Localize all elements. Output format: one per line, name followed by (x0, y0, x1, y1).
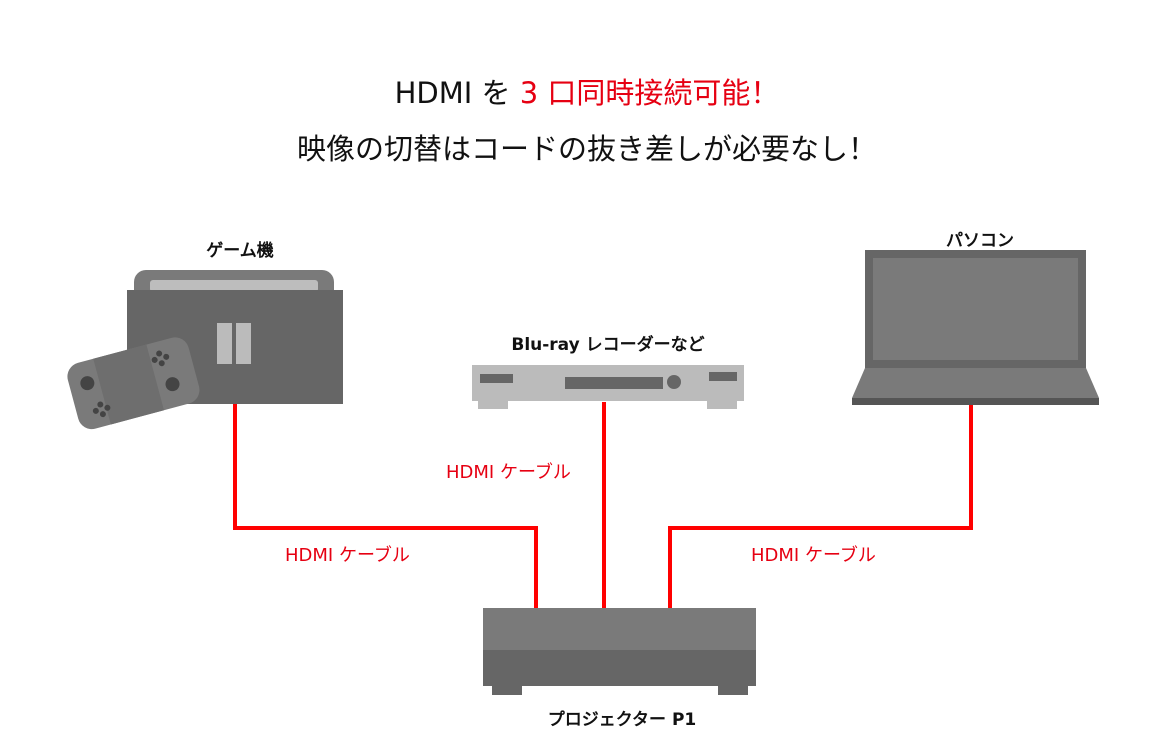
headline-line2: 映像の切替はコードの抜き差しが必要なし！ (296, 132, 877, 166)
headline-line1: HDMI を 3 口同時接続可能！ (0, 70, 1174, 112)
cable-left-label: HDMI ケーブル (285, 545, 410, 566)
cable-center-label: HDMI ケーブル (446, 462, 571, 483)
bluray-recorder-icon (472, 365, 744, 409)
projector-icon (483, 608, 756, 695)
game-console-label: ゲーム機 (206, 241, 274, 261)
cable-left (233, 402, 538, 608)
pc-label: パソコン (946, 231, 1014, 251)
cables (233, 402, 973, 608)
headline-highlight: 3 口同時接続可能！ (519, 76, 780, 110)
projector-label: プロジェクター P1 (547, 710, 697, 730)
headline-prefix: HDMI を (394, 76, 520, 110)
laptop-icon (852, 250, 1099, 405)
bluray-label: Blu-ray レコーダーなど (511, 335, 705, 355)
cable-right (668, 405, 973, 608)
cable-right-label: HDMI ケーブル (751, 545, 876, 566)
game-console-icon (67, 270, 343, 430)
